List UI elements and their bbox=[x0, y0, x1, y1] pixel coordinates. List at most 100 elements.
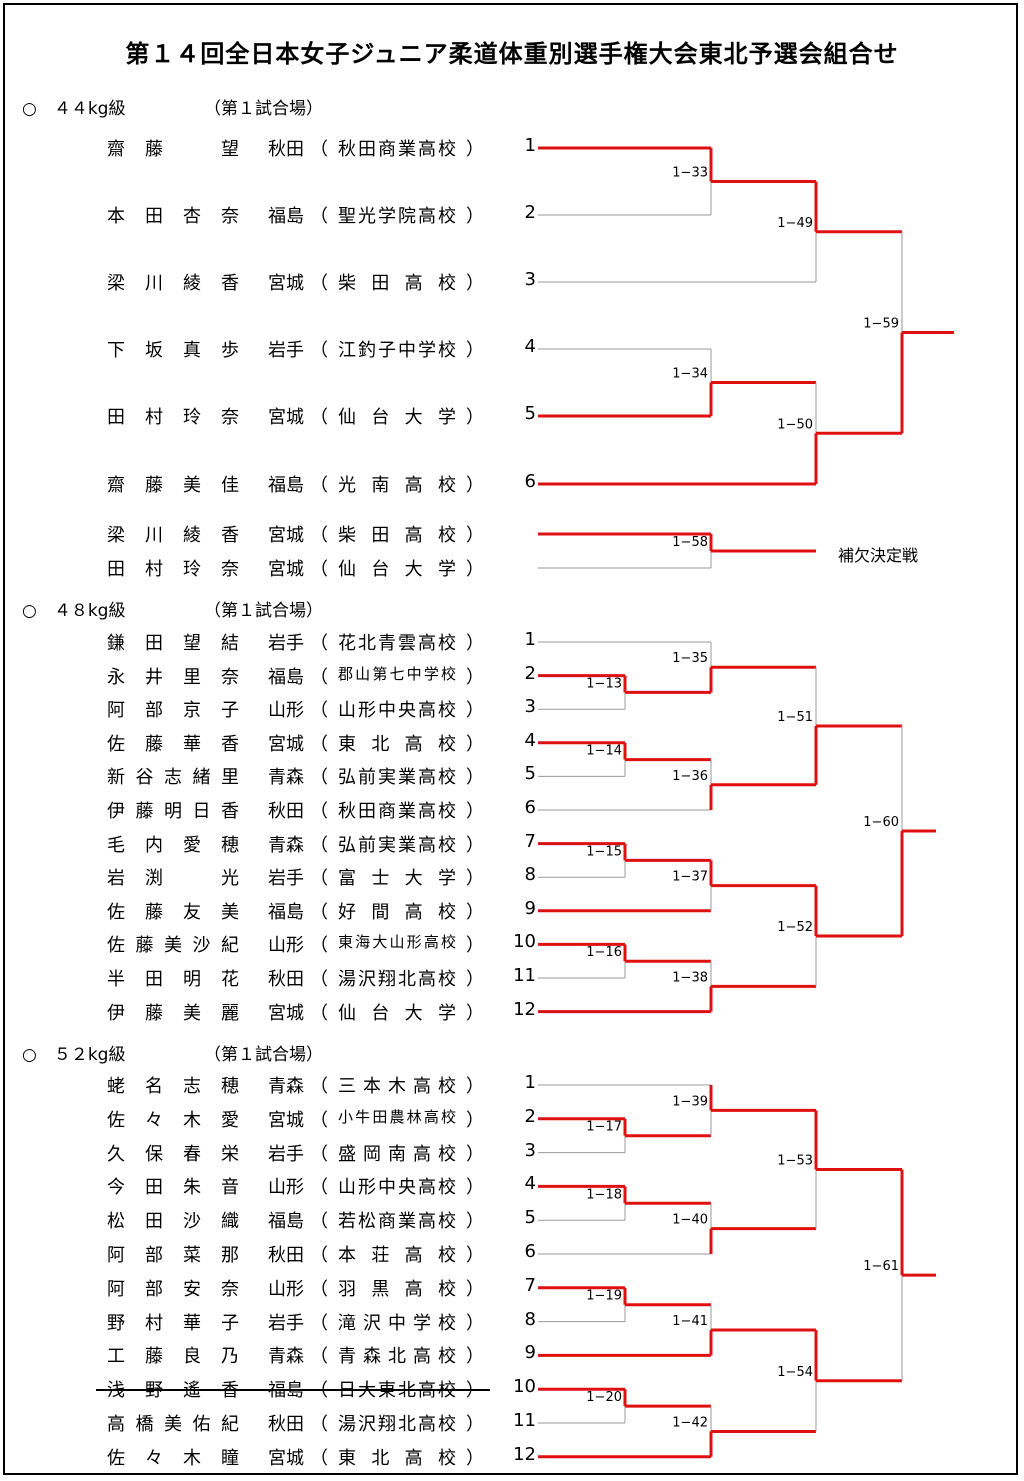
prefecture: 宮城 bbox=[268, 559, 304, 580]
prefecture: 山形 bbox=[268, 935, 304, 957]
prefecture: 福島 bbox=[268, 206, 304, 227]
competitor-name: 毛内愛穂 bbox=[107, 834, 239, 856]
entry-row: 半田明花秋田（湯沢翔北高校）11 bbox=[0, 965, 1024, 995]
draw-number: 6 bbox=[524, 1241, 536, 1262]
competitor-name: 永井里奈 bbox=[107, 666, 239, 688]
school-name: 弘前実業高校 bbox=[338, 767, 456, 789]
prefecture: 宮城 bbox=[268, 407, 304, 428]
entry-row: 高橋美佑紀秋田（湯沢翔北高校）11 bbox=[0, 1410, 1024, 1440]
competitor-name: 佐藤華香 bbox=[107, 733, 239, 755]
entry-row: 梁川綾香宮城（柴田高校） bbox=[0, 521, 1024, 551]
prefecture: 山形 bbox=[268, 1177, 304, 1199]
match-number: 1−38 bbox=[672, 970, 708, 985]
match-number: 1−54 bbox=[777, 1365, 813, 1380]
prefecture: 秋田 bbox=[268, 801, 304, 822]
draw-number: 7 bbox=[524, 1274, 536, 1296]
competitor-name: 梁川綾香 bbox=[107, 273, 239, 294]
match-number: 1−61 bbox=[863, 1259, 899, 1274]
page-frame bbox=[3, 3, 1018, 1475]
entry-row: 今田朱音山形（山形中央高校）4 bbox=[0, 1173, 1024, 1203]
prefecture: 青森 bbox=[268, 1076, 304, 1097]
competitor-name: 齋藤美佳 bbox=[107, 475, 239, 496]
prefecture: 岩手 bbox=[268, 1143, 304, 1165]
school: （江釣子中学校） bbox=[310, 336, 484, 362]
venue-label: （第１試合場） bbox=[204, 601, 323, 621]
draw-number: 4 bbox=[524, 729, 536, 751]
draw-number: 6 bbox=[524, 797, 536, 818]
competitor-name: 本田杏奈 bbox=[107, 206, 239, 227]
match-number: 1−36 bbox=[672, 769, 708, 784]
school-name: 東北高校 bbox=[338, 733, 456, 755]
competitor-name: 佐藤美沙紀 bbox=[107, 935, 239, 957]
school: （若松商業高校） bbox=[310, 1207, 484, 1233]
school: （花北青雲高校） bbox=[310, 629, 484, 655]
entry-row: 工藤良乃青森（青森北高校）9 bbox=[0, 1342, 1024, 1372]
school: （湯沢翔北高校） bbox=[310, 965, 484, 991]
prefecture: 岩手 bbox=[268, 1312, 304, 1334]
school-name: 本荘高校 bbox=[338, 1245, 456, 1266]
school: （三本木高校） bbox=[310, 1072, 484, 1098]
entry-row: 佐藤美沙紀山形（東海大山形高校）10 bbox=[0, 931, 1024, 961]
entry-row: 阿部京子山形（山形中央高校）3 bbox=[0, 696, 1024, 726]
match-number: 1−49 bbox=[777, 216, 813, 231]
draw-number: 3 bbox=[524, 269, 536, 290]
school-name: 富士大学 bbox=[338, 868, 456, 890]
prefecture: 山形 bbox=[268, 700, 304, 722]
school: （湯沢翔北高校） bbox=[310, 1410, 484, 1436]
school-name: 東北高校 bbox=[338, 1447, 456, 1469]
prefecture: 宮城 bbox=[268, 733, 304, 755]
draw-number: 10 bbox=[513, 1376, 536, 1398]
school-name: 仙台大学 bbox=[338, 559, 456, 580]
school-name: 滝沢中学校 bbox=[338, 1312, 456, 1334]
prefecture: 岩手 bbox=[268, 868, 304, 890]
entry-row: 佐藤華香 宮城 （東北高校） 4 bbox=[0, 730, 1024, 760]
entry-row: 阿部安奈山形（羽黒高校）7 bbox=[0, 1275, 1024, 1305]
prefecture: 秋田 bbox=[268, 1245, 304, 1266]
school: （秋田商業高校） bbox=[310, 797, 484, 823]
entry-row: 伊藤美麗宮城（仙台大学）12 bbox=[0, 999, 1024, 1029]
competitor-name: 下坂真歩 bbox=[107, 340, 239, 361]
school: （本荘高校） bbox=[310, 1241, 484, 1267]
competitor-name: 佐々木瞳 bbox=[107, 1447, 239, 1469]
match-number: 1−16 bbox=[586, 945, 622, 960]
entry-row: 田村玲奈宮城（仙台大学） bbox=[0, 555, 1024, 585]
match-number: 1−19 bbox=[586, 1289, 622, 1304]
school-name: 好間高校 bbox=[338, 901, 456, 923]
match-number: 1−58 bbox=[672, 535, 708, 550]
draw-number: 4 bbox=[524, 336, 536, 357]
prefecture: 福島 bbox=[268, 901, 304, 923]
match-number: 1−35 bbox=[672, 651, 708, 666]
draw-number: 2 bbox=[524, 662, 536, 684]
match-number: 1−13 bbox=[586, 676, 622, 691]
entry-row: 伊藤明日香秋田（秋田商業高校）6 bbox=[0, 797, 1024, 827]
school: （東北高校） bbox=[310, 730, 484, 756]
draw-number: 1 bbox=[524, 629, 536, 650]
school-name: 湯沢翔北高校 bbox=[338, 1414, 456, 1435]
school-name: 柴田高校 bbox=[338, 273, 456, 294]
draw-number: 7 bbox=[524, 830, 536, 852]
prefecture: 宮城 bbox=[268, 1109, 304, 1131]
school-name: 聖光学院高校 bbox=[338, 206, 456, 227]
school: （小牛田農林高校） bbox=[310, 1107, 484, 1131]
prefecture: 青森 bbox=[268, 1346, 304, 1368]
entry-row: 佐々木愛宮城（小牛田農林高校）2 bbox=[0, 1106, 1024, 1136]
competitor-name: 阿部京子 bbox=[107, 700, 239, 722]
school-name: 山形中央高校 bbox=[338, 1177, 456, 1199]
section-header-44kg: ○ ４４kg級 （第１試合場） bbox=[22, 94, 323, 119]
school-name: 仙台大学 bbox=[338, 1002, 456, 1024]
entry-row: 佐々木瞳宮城（東北高校）12 bbox=[0, 1444, 1024, 1474]
prefecture: 宮城 bbox=[268, 525, 304, 546]
school: （光南高校） bbox=[310, 471, 484, 497]
school: （郡山第七中学校） bbox=[310, 664, 484, 688]
entry-row: 齋藤美佳福島（光南高校）6 bbox=[0, 471, 1024, 501]
school-name: 郡山第七中学校 bbox=[338, 664, 456, 683]
school: （東北高校） bbox=[310, 1444, 484, 1470]
school: （秋田商業高校） bbox=[310, 135, 484, 161]
prefecture: 福島 bbox=[268, 475, 304, 496]
competitor-name: 蛯名志穂 bbox=[107, 1076, 239, 1097]
school: （弘前実業高校） bbox=[310, 831, 484, 857]
competitor-name: 松田沙織 bbox=[107, 1211, 239, 1233]
prefecture: 宮城 bbox=[268, 273, 304, 294]
draw-number: 1 bbox=[524, 135, 536, 156]
school: （聖光学院高校） bbox=[310, 202, 484, 228]
